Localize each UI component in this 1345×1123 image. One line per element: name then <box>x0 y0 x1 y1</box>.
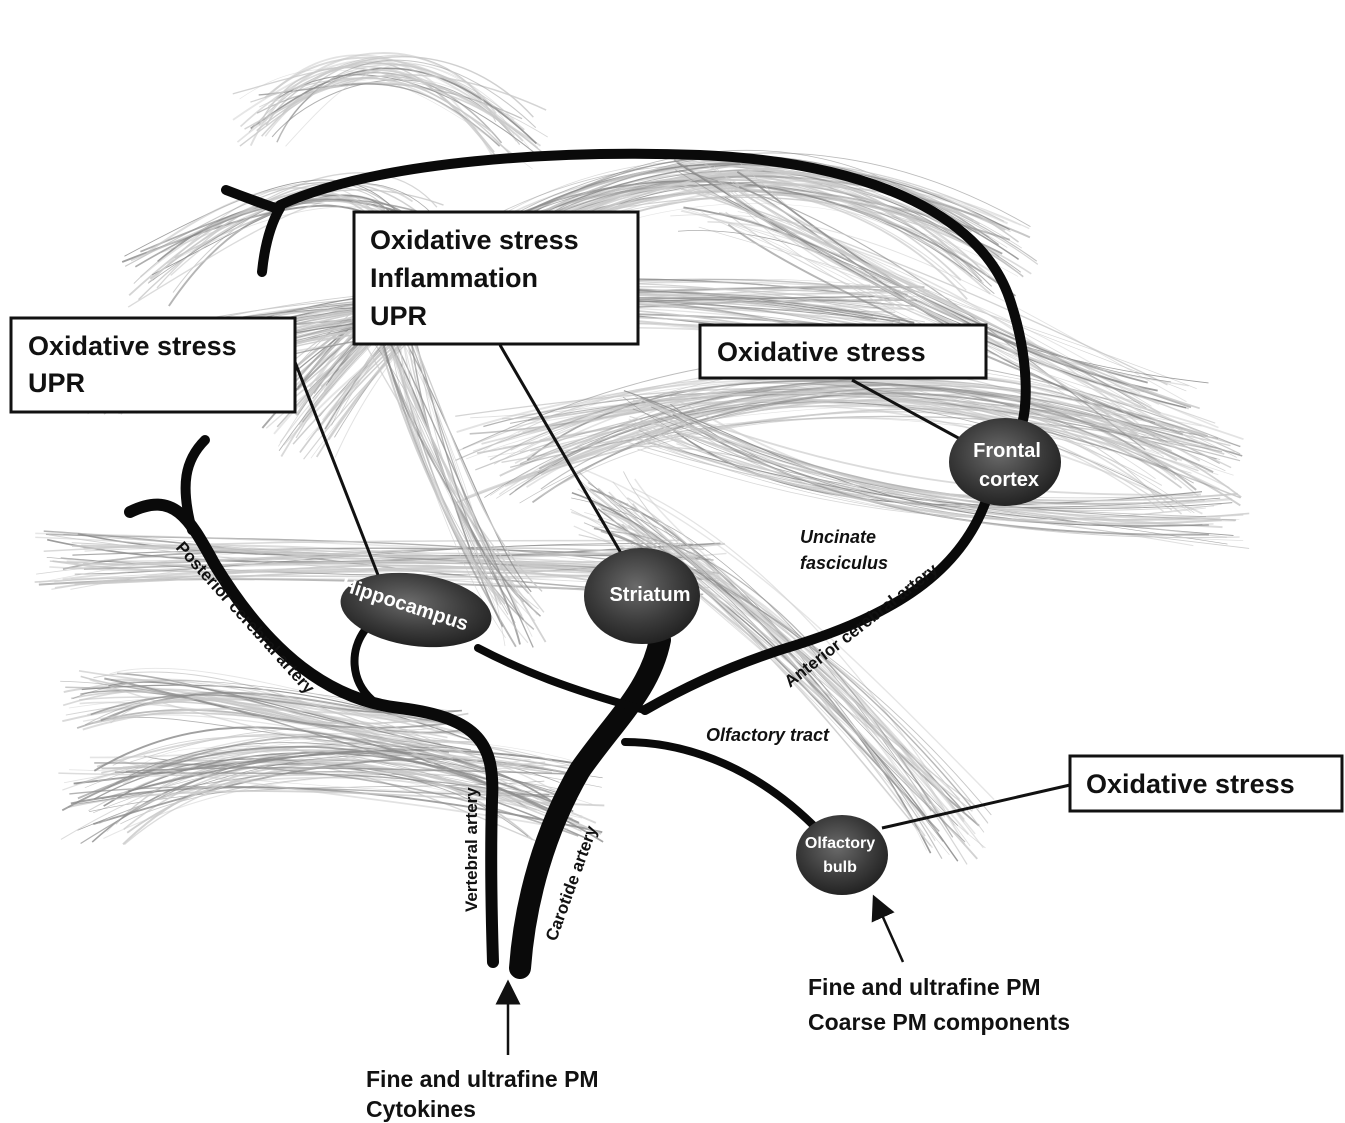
uncinate-fasciculus-label-1: Uncinate <box>800 527 876 547</box>
olfactory-bulb-label-2: bulb <box>823 859 857 876</box>
olfactory-bulb-label-1: Olfactory <box>805 835 875 852</box>
arrow-olfactory-source <box>878 906 903 962</box>
anterior-cerebral-artery-label: Anterior cerebral artery <box>781 559 942 691</box>
source-bottom-line-2: Cytokines <box>366 1096 476 1122</box>
source-olfactory-line-2: Coarse PM components <box>808 1009 1070 1035</box>
olfactory-bulb-region <box>796 815 888 895</box>
stress-box-striatum-line-1: Oxidative stress <box>370 225 579 255</box>
stress-box-frontal-cortex-line-1: Oxidative stress <box>717 337 926 367</box>
uncinate-fasciculus-label-2: fasciculus <box>800 553 888 573</box>
olfactory-tract-label: Olfactory tract <box>706 725 830 745</box>
striatum-label: Striatum <box>609 584 690 606</box>
stress-box-olfactory-bulb: Oxidative stress <box>1070 756 1342 811</box>
stress-box-hippocampus-line-1: Oxidative stress <box>28 331 237 361</box>
connecting-artery <box>478 648 645 710</box>
stress-box-striatum: Oxidative stress Inflammation UPR <box>354 212 638 344</box>
frontal-cortex-label-2: cortex <box>979 469 1039 491</box>
stress-box-olfactory-bulb-line-1: Oxidative stress <box>1086 769 1295 799</box>
stress-box-striatum-line-3: UPR <box>370 301 427 331</box>
source-olfactory-line-1: Fine and ultrafine PM <box>808 974 1041 1000</box>
source-labels: Fine and ultrafine PM Cytokines Fine and… <box>366 974 1070 1122</box>
stress-box-hippocampus: Oxidative stress UPR <box>11 318 295 412</box>
posterior-artery-upper-branch <box>186 440 205 530</box>
stress-box-frontal-cortex: Oxidative stress <box>700 325 986 378</box>
olfactory-branch-artery <box>625 742 820 832</box>
hippocampal-branch-artery <box>355 630 372 700</box>
frontal-cortex-label-1: Frontal <box>973 440 1041 462</box>
stress-box-hippocampus-line-2: UPR <box>28 368 85 398</box>
source-bottom-line-1: Fine and ultrafine PM <box>366 1066 599 1092</box>
stress-box-striatum-line-2: Inflammation <box>370 263 538 293</box>
connector-striatum <box>500 345 625 560</box>
frontal-cortex-region <box>949 418 1061 506</box>
vertebral-artery-label: Vertebral artery <box>462 787 481 912</box>
fiber-strand <box>572 493 931 853</box>
